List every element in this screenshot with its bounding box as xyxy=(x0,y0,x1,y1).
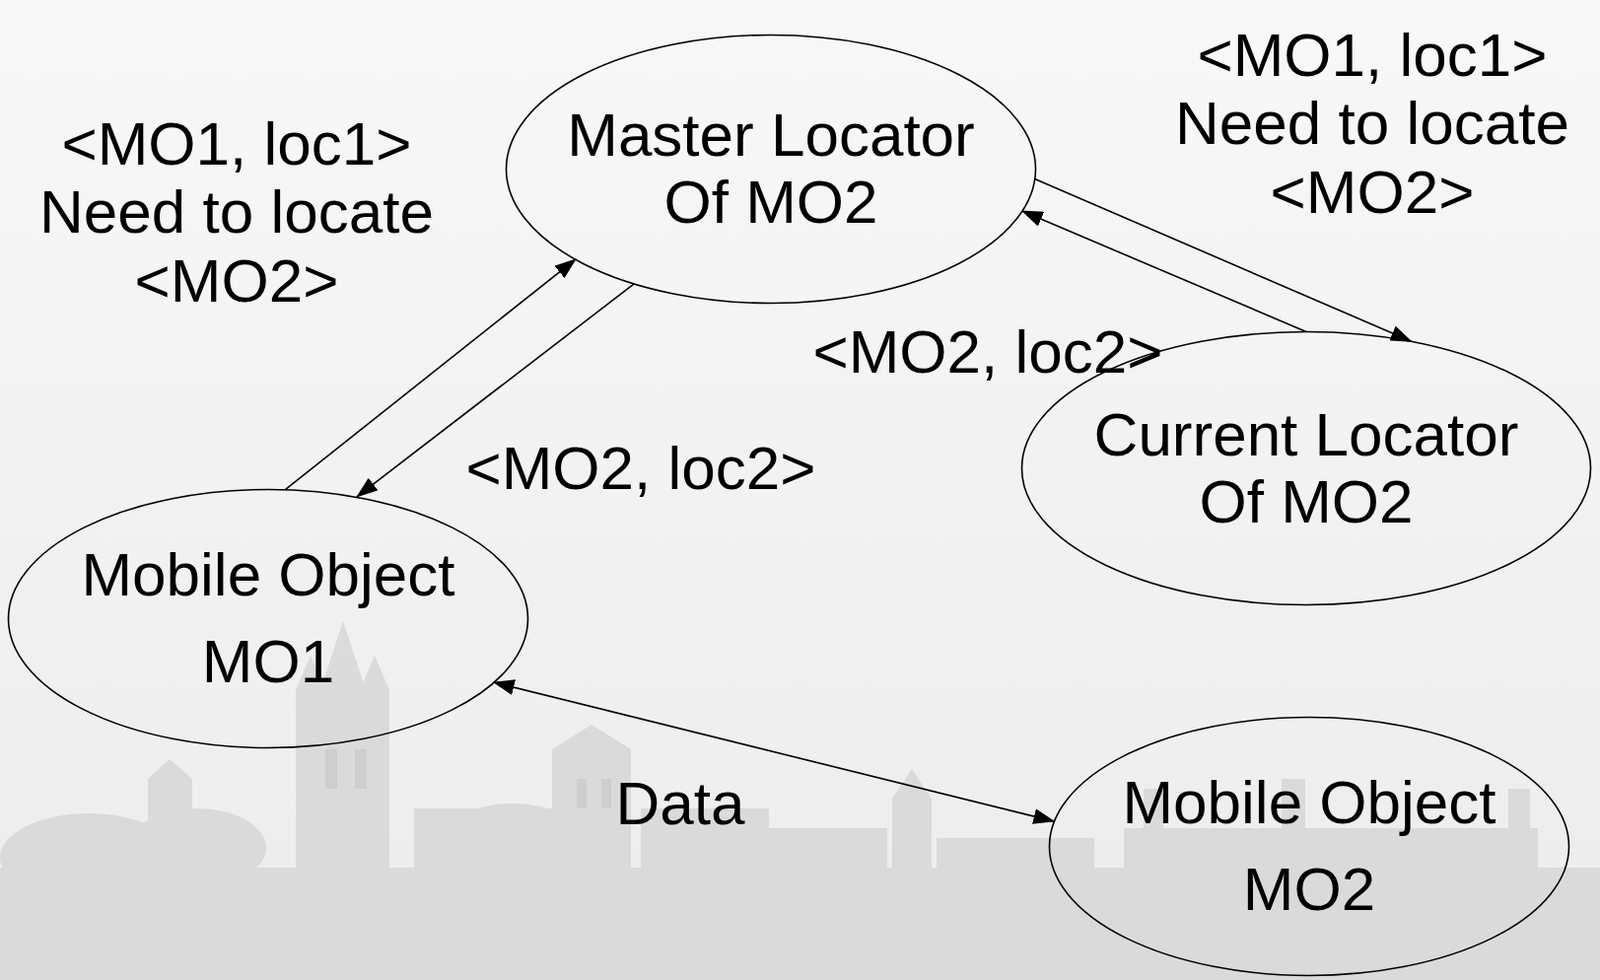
ellipse-shape xyxy=(1049,716,1570,975)
ellipse-shape xyxy=(8,488,529,748)
node-text: Mobile Object xyxy=(80,541,455,609)
node-text: Mobile Object xyxy=(1121,768,1496,836)
ellipse-outline xyxy=(1047,715,1571,977)
ellipse-node: Mobile ObjectMO2 xyxy=(1047,715,1571,977)
node-text: MO1 xyxy=(202,627,335,696)
node-text: Master Locator Of MO2 xyxy=(554,101,988,236)
message-label: Data xyxy=(571,768,789,837)
message-arrow xyxy=(493,682,1055,822)
ellipse-node: Mobile ObjectMO1 xyxy=(6,487,530,750)
message-label: <MO1, loc1> Need to locate <MO2> xyxy=(24,109,449,315)
message-label: <MO1, loc1> Need to locate <MO2> xyxy=(1160,20,1585,226)
ellipse-outline xyxy=(6,487,530,750)
message-arrow xyxy=(1022,210,1307,333)
node-text: Current Locator Of MO2 xyxy=(1074,401,1538,536)
ellipse-node: Master Locator Of MO2 xyxy=(504,33,1038,305)
message-label: <MO2, loc2> xyxy=(443,433,838,502)
node-text-stack: Master Locator Of MO2 xyxy=(504,33,1038,305)
message-label: <MO2, loc2> xyxy=(790,317,1185,386)
node-text-stack: Mobile ObjectMO1 xyxy=(6,487,530,750)
ellipse-shape xyxy=(506,34,1037,303)
node-text-stack: Mobile ObjectMO2 xyxy=(1047,715,1571,977)
node-text: MO2 xyxy=(1243,855,1376,923)
